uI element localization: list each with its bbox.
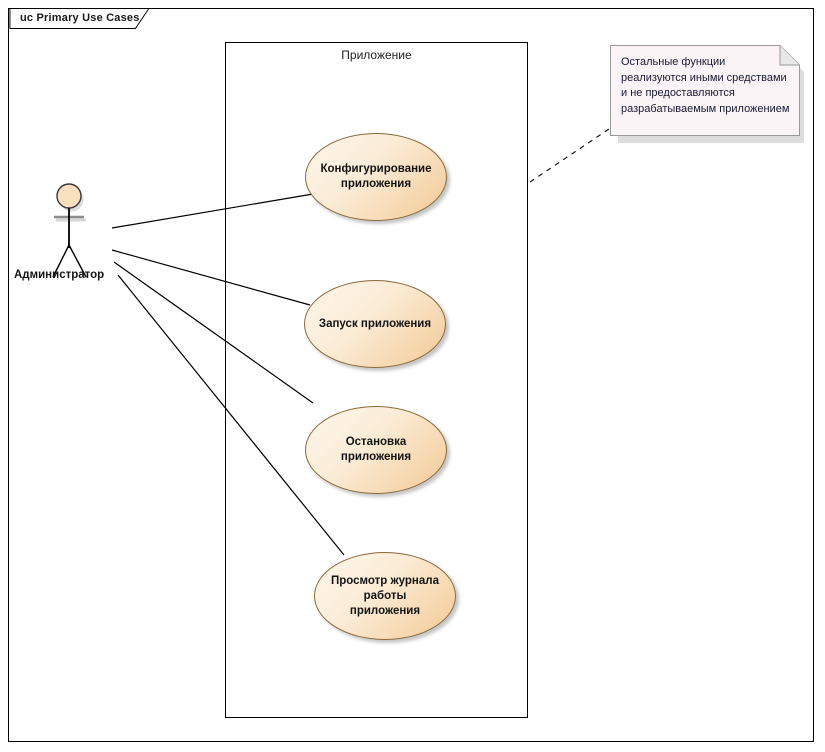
diagram-note[interactable]: Остальные функции реализуются иными сред… — [610, 45, 804, 143]
actor-stick-figure-icon — [52, 183, 87, 278]
use-case-label: Конфигурирование приложения — [320, 163, 432, 190]
note-shape-icon — [610, 45, 804, 143]
note-text: Остальные функции реализуются иными сред… — [621, 56, 790, 115]
use-case-viewlog[interactable]: Просмотр журнала работы приложения — [314, 552, 456, 640]
actor-administrator[interactable] — [36, 180, 102, 280]
use-case-label: Просмотр журнала работы приложения — [331, 574, 439, 617]
diagram-title-label: uc Primary Use Cases — [20, 12, 140, 24]
system-boundary — [225, 42, 528, 718]
use-case-configure[interactable]: Конфигурирование приложения — [305, 133, 447, 221]
use-case-stop[interactable]: Остановка приложения — [305, 406, 447, 494]
actor-label: Администратор — [14, 269, 105, 281]
use-case-label: Запуск приложения — [318, 317, 432, 330]
title-tab-shape-icon — [9, 8, 150, 29]
use-case-start[interactable]: Запуск приложения — [304, 280, 446, 368]
use-case-label: Остановка приложения — [340, 436, 412, 463]
system-boundary-label: Приложение — [341, 48, 412, 62]
diagram-title-tab[interactable]: uc Primary Use Cases — [8, 8, 160, 30]
